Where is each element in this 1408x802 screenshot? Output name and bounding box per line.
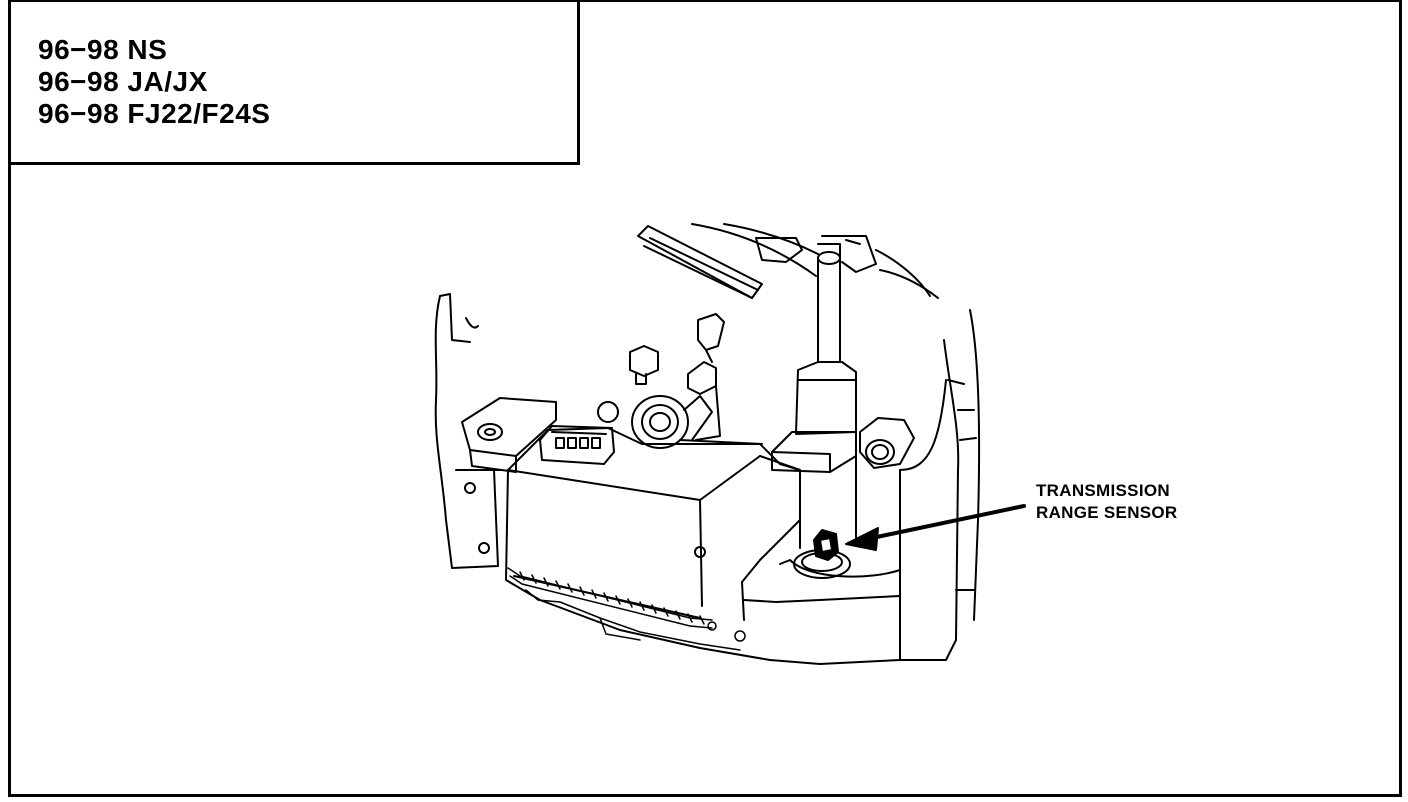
cooler-fitting (859, 417, 915, 469)
upper-housing (691, 223, 939, 299)
model-list: 96−98 NS 96−98 JA/JX 96−98 FJ22/F24S (38, 34, 270, 130)
model-applicability-box: 96−98 NS 96−98 JA/JX 96−98 FJ22/F24S (8, 0, 580, 165)
left-bracket (434, 293, 501, 569)
small-fitting (629, 345, 659, 385)
guide-bar (637, 225, 763, 299)
callout-line: RANGE SENSOR (1036, 503, 1178, 522)
range-sensor (793, 529, 851, 579)
shift-shaft (771, 243, 857, 549)
mounting-plate (461, 397, 557, 473)
callout-label: TRANSMISSION RANGE SENSOR (1036, 480, 1178, 524)
gasket-edge (507, 567, 746, 651)
model-item: 96−98 NS (38, 34, 168, 65)
model-item: 96−98 JA/JX (38, 66, 208, 97)
model-item: 96−98 FJ22/F24S (38, 98, 271, 129)
diagram-frame (8, 0, 1402, 797)
callout-line: TRANSMISSION (1036, 481, 1170, 500)
electrical-connector (539, 425, 615, 465)
pressure-switch (597, 313, 725, 449)
transmission-case (741, 309, 981, 665)
callout-arrow (845, 504, 1026, 551)
valve-body (505, 427, 801, 661)
